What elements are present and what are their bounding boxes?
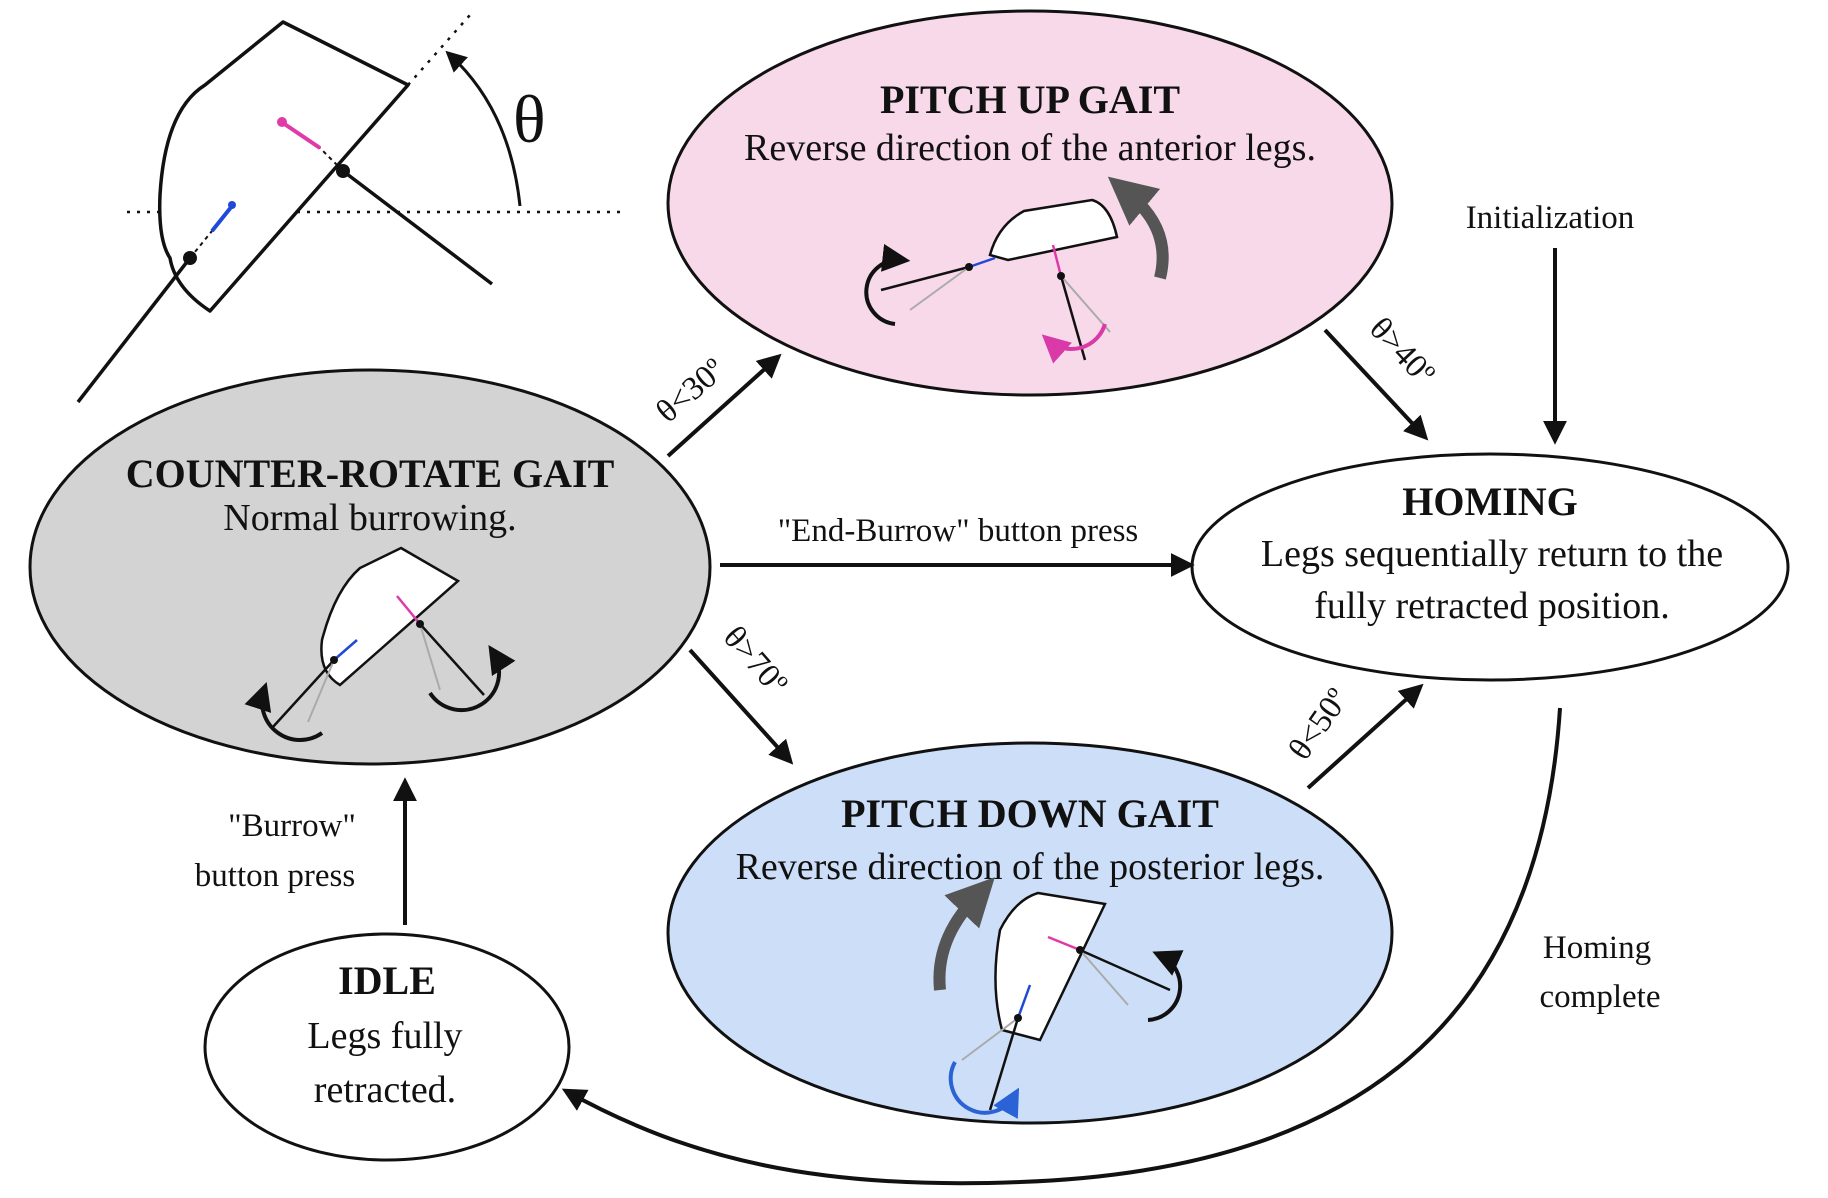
- label-initialization: Initialization: [1466, 200, 1635, 236]
- transition-counter-to-pitch-down: θ>70º: [688, 620, 794, 765]
- state-homing: HOMING Legs sequentially return to the f…: [1190, 452, 1790, 682]
- counter-rotate-robot-icon: [244, 546, 516, 742]
- transition-pitch-down-to-homing: θ<50º: [1282, 682, 1424, 790]
- pitch-up-description: Reverse direction of the anterior legs.: [744, 127, 1316, 169]
- counter-rotate-front-crank: [396, 595, 421, 625]
- body-axis-dotted-line: [407, 14, 471, 86]
- arrow-counter-to-pitch-down: [688, 648, 794, 765]
- anterior-crank-pink: [281, 121, 322, 150]
- posterior-crank-blue: [210, 204, 234, 233]
- label-homing-complete-line1: Homing: [1543, 930, 1651, 966]
- counter-rotate-rear-leg-shadow: [307, 659, 335, 723]
- counter-rotate-rear-leg: [271, 659, 335, 729]
- angle-definition-sketch: θ: [76, 14, 624, 404]
- transition-counter-to-pitch-up: θ<30º: [650, 352, 782, 458]
- angle-theta-label: θ: [513, 81, 546, 157]
- anterior-crank-dashed: [319, 147, 344, 172]
- posterior-crank-dashed: [189, 230, 213, 259]
- anterior-crank-tip: [277, 117, 287, 127]
- pitch-up-front-reversed-arrow-icon: [1107, 176, 1169, 280]
- counter-rotate-description: Normal burrowing.: [223, 497, 516, 539]
- pitch-up-rear-rotation-arrow-icon: [864, 243, 911, 326]
- counter-rotate-rear-arrow-icon: [244, 682, 324, 742]
- arrow-homing-to-idle: [561, 707, 1562, 1186]
- pitch-up-rear-joint: [965, 263, 973, 271]
- idle-ellipse: [203, 932, 571, 1162]
- state-pitch-up: PITCH UP GAIT Reverse direction of the a…: [666, 9, 1394, 397]
- counter-rotate-front-arrow-icon: [428, 644, 516, 713]
- homing-description-line2: fully retracted position.: [1314, 585, 1670, 627]
- arrow-counter-to-pitch-up: [666, 353, 782, 458]
- pitch-up-rear-leg-shadow: [909, 266, 970, 311]
- state-idle: IDLE Legs fully retracted.: [203, 932, 571, 1162]
- posterior-hip-joint: [183, 251, 197, 265]
- pitch-up-robot-icon: [864, 176, 1169, 364]
- pitch-up-front-crank: [1051, 244, 1063, 277]
- pitch-down-rear-reversed-arrow-icon: [933, 877, 995, 991]
- pitch-up-rear-crank: [968, 256, 996, 269]
- counter-rotate-rear-crank: [333, 639, 358, 661]
- pitch-down-blue-rotation-arrow-icon: [948, 1061, 1020, 1119]
- pitch-down-front-leg-shadow: [1079, 949, 1129, 1006]
- pitch-down-rear-leg-shadow: [961, 1017, 1019, 1061]
- transition-pitch-up-to-homing: θ>40º: [1323, 311, 1441, 441]
- pitch-down-title: PITCH DOWN GAIT: [841, 791, 1219, 836]
- posterior-leg-line: [76, 256, 192, 404]
- pitch-down-rear-joint: [1014, 1014, 1022, 1022]
- counter-rotate-front-leg: [419, 623, 485, 696]
- pitch-down-robot-icon: [933, 877, 1184, 1119]
- homing-description-line1: Legs sequentially return to the: [1261, 533, 1723, 575]
- counter-rotate-rear-joint: [330, 656, 338, 664]
- counter-rotate-front-leg-shadow: [419, 623, 441, 691]
- anterior-leg-line: [341, 169, 494, 286]
- label-end-burrow: "End-Burrow" button press: [778, 513, 1139, 549]
- state-pitch-down: PITCH DOWN GAIT Reverse direction of the…: [666, 741, 1394, 1125]
- posterior-crank-tip: [228, 201, 236, 209]
- arrow-pitch-down-to-homing: [1306, 683, 1424, 790]
- pitch-up-front-joint: [1057, 272, 1065, 280]
- pitch-down-rear-crank: [1016, 984, 1032, 1019]
- transition-initialization: Initialization: [1466, 200, 1635, 445]
- idle-description-line2: retracted.: [314, 1069, 456, 1111]
- angle-arc: [445, 50, 522, 207]
- counter-rotate-title: COUNTER-ROTATE GAIT: [126, 451, 615, 496]
- transition-burrow: "Burrow" button press: [195, 777, 417, 925]
- anterior-hip-joint: [336, 164, 350, 178]
- transition-homing-complete: Homing complete: [561, 707, 1661, 1186]
- pitch-down-description: Reverse direction of the posterior legs.: [736, 846, 1325, 888]
- pitch-up-rear-leg: [880, 265, 970, 292]
- state-counter-rotate: COUNTER-ROTATE GAIT Normal burrowing.: [28, 368, 712, 766]
- pitch-down-front-leg: [1079, 948, 1171, 992]
- pitch-up-title: PITCH UP GAIT: [880, 77, 1180, 122]
- transition-end-burrow: "End-Burrow" button press: [720, 513, 1195, 577]
- label-theta-lt-30: θ<30º: [650, 352, 732, 430]
- label-homing-complete-line2: complete: [1540, 979, 1661, 1015]
- pitch-down-front-rotation-arrow-icon: [1147, 950, 1184, 1022]
- label-burrow-line2: button press: [195, 858, 355, 894]
- idle-title: IDLE: [338, 958, 436, 1003]
- arrow-pitch-up-to-homing: [1323, 328, 1429, 441]
- pitch-down-front-crank: [1047, 935, 1081, 952]
- idle-description-line1: Legs fully: [307, 1015, 462, 1057]
- counter-rotate-front-joint: [416, 620, 424, 628]
- robot-body-outline: [157, 20, 410, 313]
- pitch-up-pink-rotation-arrow-icon: [1041, 323, 1107, 364]
- pitch-down-front-joint: [1076, 946, 1084, 954]
- counter-rotate-robot-body: [320, 546, 461, 687]
- pitch-up-front-leg-shadow: [1060, 275, 1111, 333]
- homing-title: HOMING: [1402, 479, 1578, 524]
- pitch-up-ellipse: [666, 9, 1394, 397]
- label-burrow-line1: "Burrow": [228, 808, 356, 844]
